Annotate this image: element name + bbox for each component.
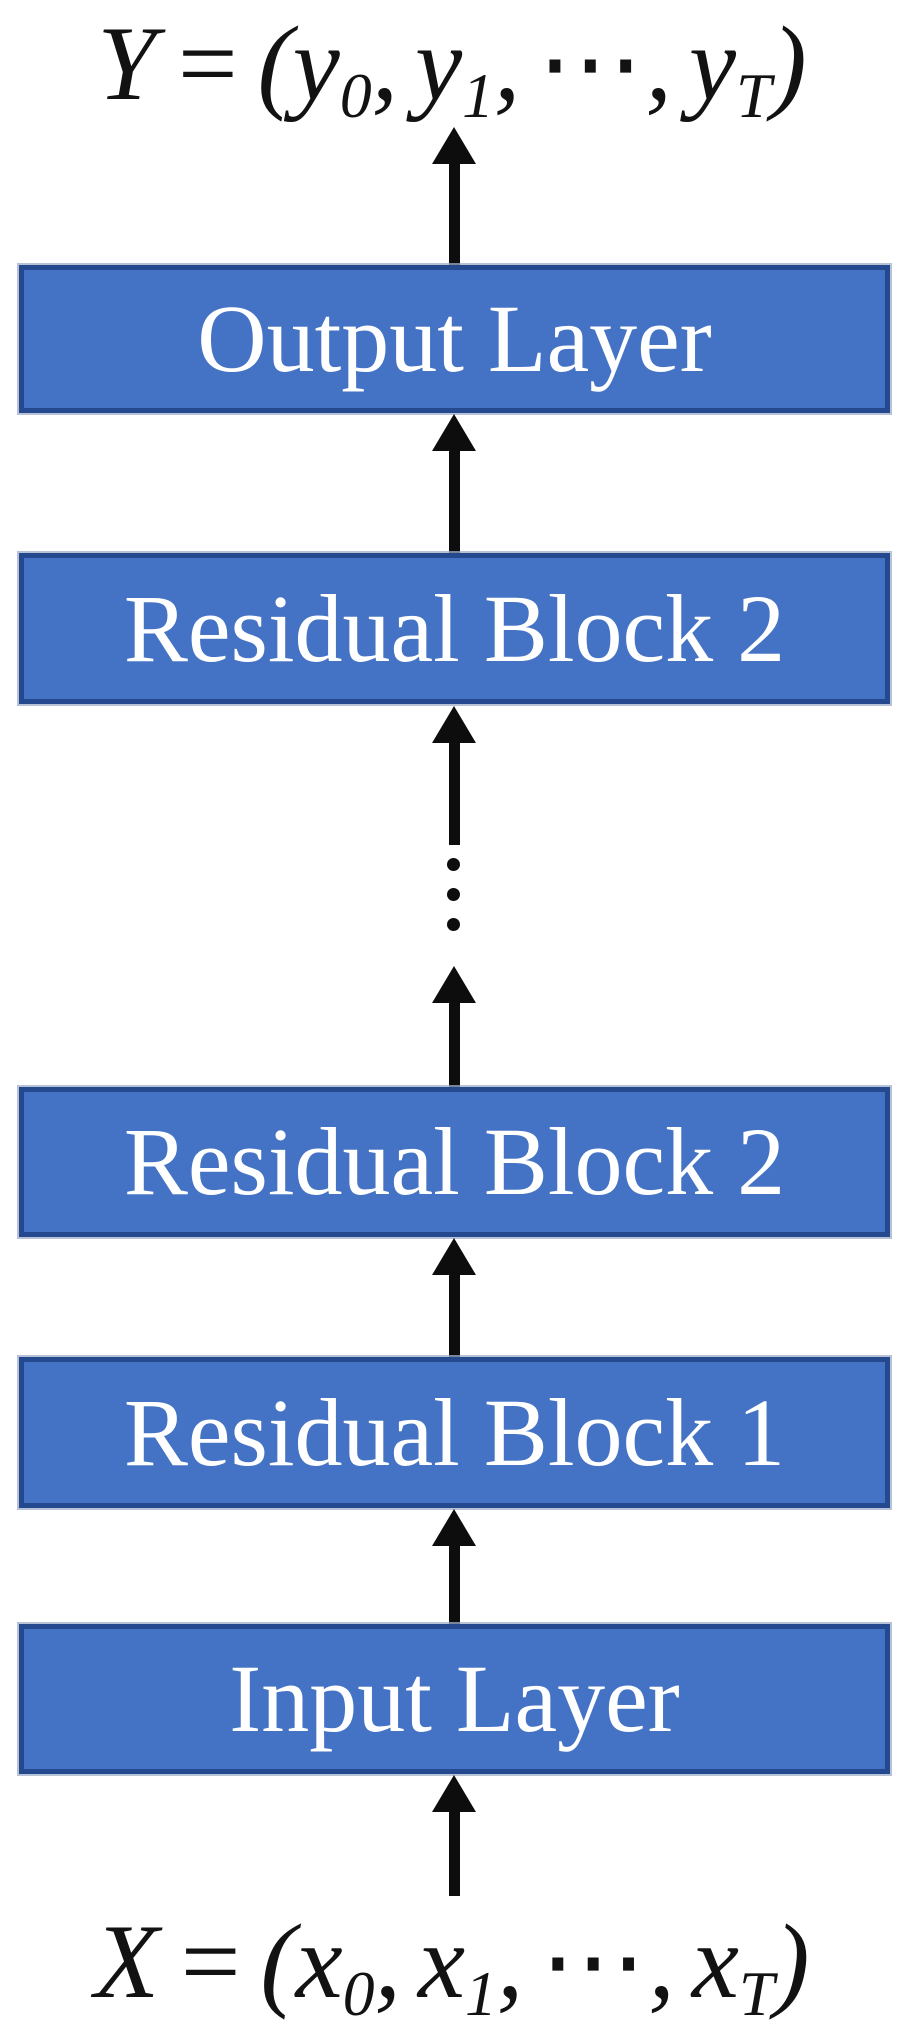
formula-term: x [417,1903,466,2020]
up-arrow-icon-5 [432,1238,476,1357]
block-label: Residual Block 1 [123,1378,786,1486]
arrow-head [432,127,476,164]
formula-subscript: T [736,59,772,131]
formula-variable: X [94,1903,160,2020]
output-sequence-formula: Y=(y0,y1,⋯,yT) [0,0,904,127]
arrow-shaft [448,164,460,265]
up-arrow-icon-1 [432,127,476,265]
close-paren: ) [771,5,807,122]
vertical-ellipsis-icon [447,858,460,931]
residual-block-1: Residual Block 1 [19,1357,890,1508]
arrow-head [432,706,476,743]
input-layer-block: Input Layer [19,1624,890,1774]
arrow-head [432,1238,476,1275]
formula-variable: Y [97,5,157,122]
equals-sign: = [171,5,243,122]
up-arrow-icon-2 [432,414,476,553]
midline-ellipsis: ⋯ [537,5,644,122]
formula-term: x [295,1903,343,2020]
arrow-head [432,1509,476,1546]
up-arrow-icon-4 [432,966,476,1087]
residual-block-2-upper: Residual Block 2 [19,553,890,704]
comma: , [496,1903,524,2020]
ellipsis-dot [447,888,460,901]
up-arrow-icon-7 [432,1775,476,1896]
formula-term: y [688,5,736,122]
comma: , [371,5,399,122]
block-label: Output Layer [197,285,712,392]
arrow-shaft [448,1812,460,1896]
arrow-shaft [448,1003,460,1087]
ellipsis-dot [447,918,460,931]
equals-sign: = [173,1903,246,2020]
up-arrow-icon-3 [432,706,476,845]
comma: , [645,5,672,122]
arrow-shaft [448,1275,460,1357]
formula-subscript: 0 [339,59,372,131]
formula-term: x [691,1903,739,2020]
block-label: Residual Block 2 [123,574,786,682]
residual-block-2-lower: Residual Block 2 [19,1087,890,1237]
ellipsis-dot [447,858,460,871]
arrow-head [432,966,476,1003]
formula-subscript: T [738,1957,775,2029]
formula-subscript: 0 [342,1957,375,2029]
formula-term: y [415,5,463,122]
input-sequence-formula: X=(x0,x1,⋯,xT) [0,1898,904,2025]
arrow-shaft [448,743,460,845]
comma: , [648,1903,675,2020]
block-label: Residual Block 2 [123,1108,786,1215]
comma: , [493,5,521,122]
midline-ellipsis: ⋯ [540,1903,647,2020]
formula-subscript: 1 [462,59,494,131]
arrow-head [432,1775,476,1812]
output-layer-block: Output Layer [19,265,890,413]
arrow-shaft [448,1546,460,1624]
up-arrow-icon-6 [432,1509,476,1624]
open-paren: ( [257,5,293,122]
close-paren: ) [774,1903,810,2020]
arrow-shaft [448,451,460,553]
formula-term: y [292,5,340,122]
open-paren: ( [260,1903,296,2020]
comma: , [374,1903,402,2020]
arrow-head [432,414,476,451]
block-label: Input Layer [229,1645,680,1752]
formula-subscript: 1 [465,1957,497,2029]
